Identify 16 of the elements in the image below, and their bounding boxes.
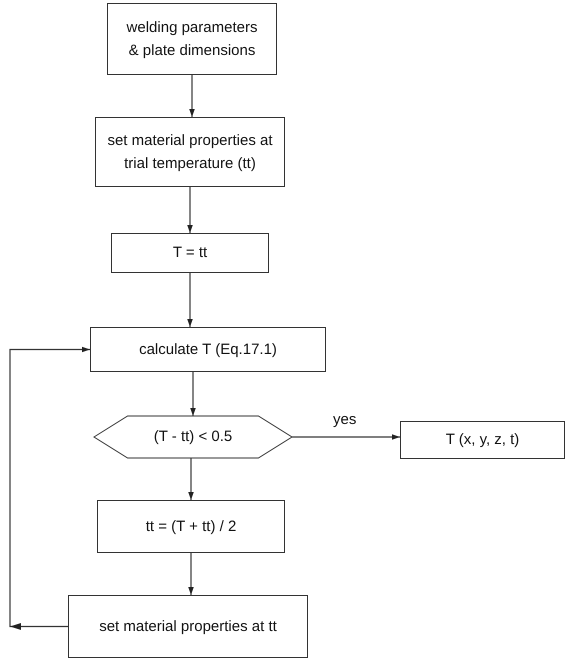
process-box [97,500,285,553]
process-box [111,233,269,273]
process-box [68,595,308,658]
decision-hexagon [94,416,292,458]
node-text: T = tt [172,243,208,264]
process-box [95,117,285,187]
node-text: (T - tt) < 0.5 [154,427,232,448]
process-box [90,327,326,372]
process-box [107,3,277,75]
node-text: set material properties at tt [99,616,277,637]
node-text: tt = (T + tt) / 2 [146,516,236,537]
node-text: welding parameters & plate dimensions [126,18,258,61]
node-text: set material properties at trial temperature (tt) [106,130,274,174]
node-text: T (x, y, z, t) [446,430,520,450]
node-text: calculate T (Eq.17.1) [139,340,277,360]
process-box [400,421,565,459]
